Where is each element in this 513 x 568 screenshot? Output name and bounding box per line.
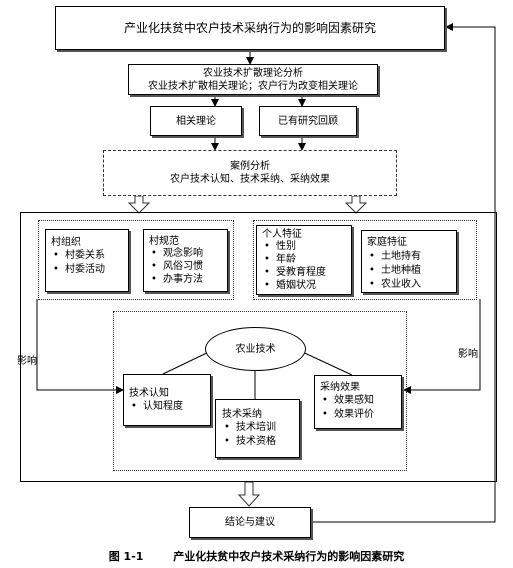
family-title: 家庭特征 [367,237,407,248]
tech-adoption-list: 技术培训 技术资格 [222,421,299,449]
technology-group [113,311,407,471]
list-item: 受教育程度 [262,266,351,279]
list-item: 婚姻状况 [262,279,351,292]
case-analysis-line2: 农户技术认知、技术采纳、采纳效果 [170,174,330,185]
list-item: 土地持有 [367,250,456,264]
theory-line2: 农业技术扩散相关理论；农户行为改变相关理论 [148,80,358,92]
personal-title: 个人特征 [262,229,302,240]
theory-box: 农业技术扩散理论分析 农业技术扩散相关理论；农户行为改变相关理论 [128,64,378,95]
hollow-arrow-right [344,195,368,214]
related-theory-text: 相关理论 [176,115,216,127]
related-theory-box: 相关理论 [150,106,242,136]
village-norms-list: 观念影响 风俗习惯 办事方法 [149,247,227,286]
household-factors-group [253,220,477,300]
tech-cognition-title: 技术认知 [129,388,169,399]
theory-line1: 农业技术扩散理论分析 [203,67,303,79]
personal-characteristics-box: 个人特征 性别 年龄 受教育程度 婚姻状况 [256,225,352,295]
existing-review-text: 已有研究回顾 [278,115,338,127]
list-item: 风俗习惯 [149,260,227,273]
list-item: 村委活动 [51,263,128,277]
feedback-loop-line [312,23,496,523]
existing-review-box: 已有研究回顾 [259,106,357,136]
conclusion-box: 结论与建议 [189,507,311,538]
tech-cognition-box: 技术认知 认知程度 [123,374,211,426]
list-item: 办事方法 [149,273,227,286]
list-item: 性别 [262,240,351,253]
influence-frame [20,212,497,482]
village-factors-group [38,220,234,300]
adoption-effect-box: 采纳效果 效果感知 效果评价 [314,375,402,429]
figure-caption-text: 产业化扶贫中农户技术采纳行为的影响因素研究 [173,550,405,563]
influence-line-left [36,299,124,394]
list-item: 效果感知 [320,394,401,408]
influence-label-left: 影响 [17,356,37,367]
hollow-arrow-bottom [237,481,261,507]
tech-cognition-list: 认知程度 [129,400,210,414]
list-item: 技术培训 [222,421,299,435]
village-norms-box: 村规范 观念影响 风俗习惯 办事方法 [143,229,228,292]
village-org-title: 村组织 [51,237,81,248]
title-box: 产业化扶贫中农户技术采纳行为的影响因素研究 [55,6,445,50]
list-item: 观念影响 [149,247,227,260]
link-agri-to-effect [295,348,353,376]
family-characteristics-box: 家庭特征 土地持有 土地种植 农业收入 [361,230,457,293]
conclusion-text: 结论与建议 [225,517,275,528]
list-item: 技术资格 [222,435,299,449]
village-norms-title: 村规范 [149,236,179,247]
tech-adoption-title: 技术采纳 [222,409,262,420]
adoption-effect-list: 效果感知 效果评价 [320,394,401,422]
village-org-box: 村组织 村委关系 村委活动 [45,229,129,292]
family-list: 土地持有 土地种植 农业收入 [367,250,456,292]
title-text: 产业化扶贫中农户技术采纳行为的影响因素研究 [123,21,376,35]
figure-number: 图 1-1 [108,550,144,563]
list-item: 认知程度 [129,400,210,414]
village-org-list: 村委关系 村委活动 [51,249,128,277]
list-item: 农业收入 [367,278,456,292]
figure-caption: 图 1-1 产业化扶贫中农户技术采纳行为的影响因素研究 [0,548,513,564]
adoption-effect-title: 采纳效果 [320,382,360,393]
list-item: 效果评价 [320,408,401,422]
list-item: 村委关系 [51,249,128,263]
personal-list: 性别 年龄 受教育程度 婚姻状况 [262,240,351,292]
influence-label-right: 影响 [458,349,478,360]
hollow-arrow-left [127,195,151,214]
agri-tech-text: 农业技术 [235,343,276,355]
case-analysis-box: 案例分析 农户技术认知、技术采纳、采纳效果 [103,150,397,196]
list-item: 年龄 [262,253,351,266]
influence-line-right [403,299,481,394]
agri-tech-ellipse: 农业技术 [205,327,306,371]
list-item: 土地种植 [367,264,456,278]
case-analysis-line1: 案例分析 [230,161,270,172]
tech-adoption-box: 技术采纳 技术培训 技术资格 [215,399,300,458]
